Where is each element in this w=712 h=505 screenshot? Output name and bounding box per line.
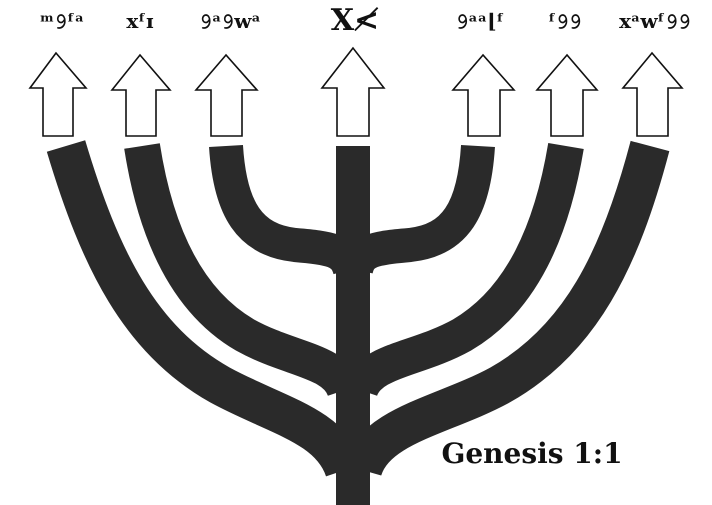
arrow-center — [320, 46, 386, 137]
script-word-center: X≮ — [331, 3, 379, 38]
menorah — [46, 140, 670, 505]
script-word-1: ᵐ𝟿ᶠᵃ — [40, 9, 84, 33]
center-stem — [336, 146, 370, 505]
caption: Genesis 1:1 — [441, 437, 622, 470]
script-word-2: xᶠɪ — [126, 9, 154, 33]
branch-inner-right — [339, 144, 495, 275]
arrow-2 — [110, 53, 172, 137]
arrow-1 — [28, 51, 88, 137]
script-word-6: ᶠ𝟿𝟿 — [548, 9, 581, 33]
branch-inner-left — [209, 144, 367, 276]
arrow-7 — [621, 51, 684, 137]
arrow-3 — [194, 53, 259, 137]
script-word-5: 𝟿ᵃᵃ⌊ᶠ — [456, 9, 505, 33]
arrow-6 — [535, 53, 599, 137]
branch-outer-right — [342, 140, 670, 478]
script-word-7: xᵃwᶠ𝟿𝟿 — [619, 9, 691, 33]
branch-middle-right — [342, 143, 584, 398]
branch-middle-left — [124, 143, 363, 398]
arrow-5 — [451, 53, 516, 137]
branch-outer-left — [46, 140, 364, 478]
script-word-3: 𝟿ᵃ𝟿wᵃ — [199, 9, 261, 33]
